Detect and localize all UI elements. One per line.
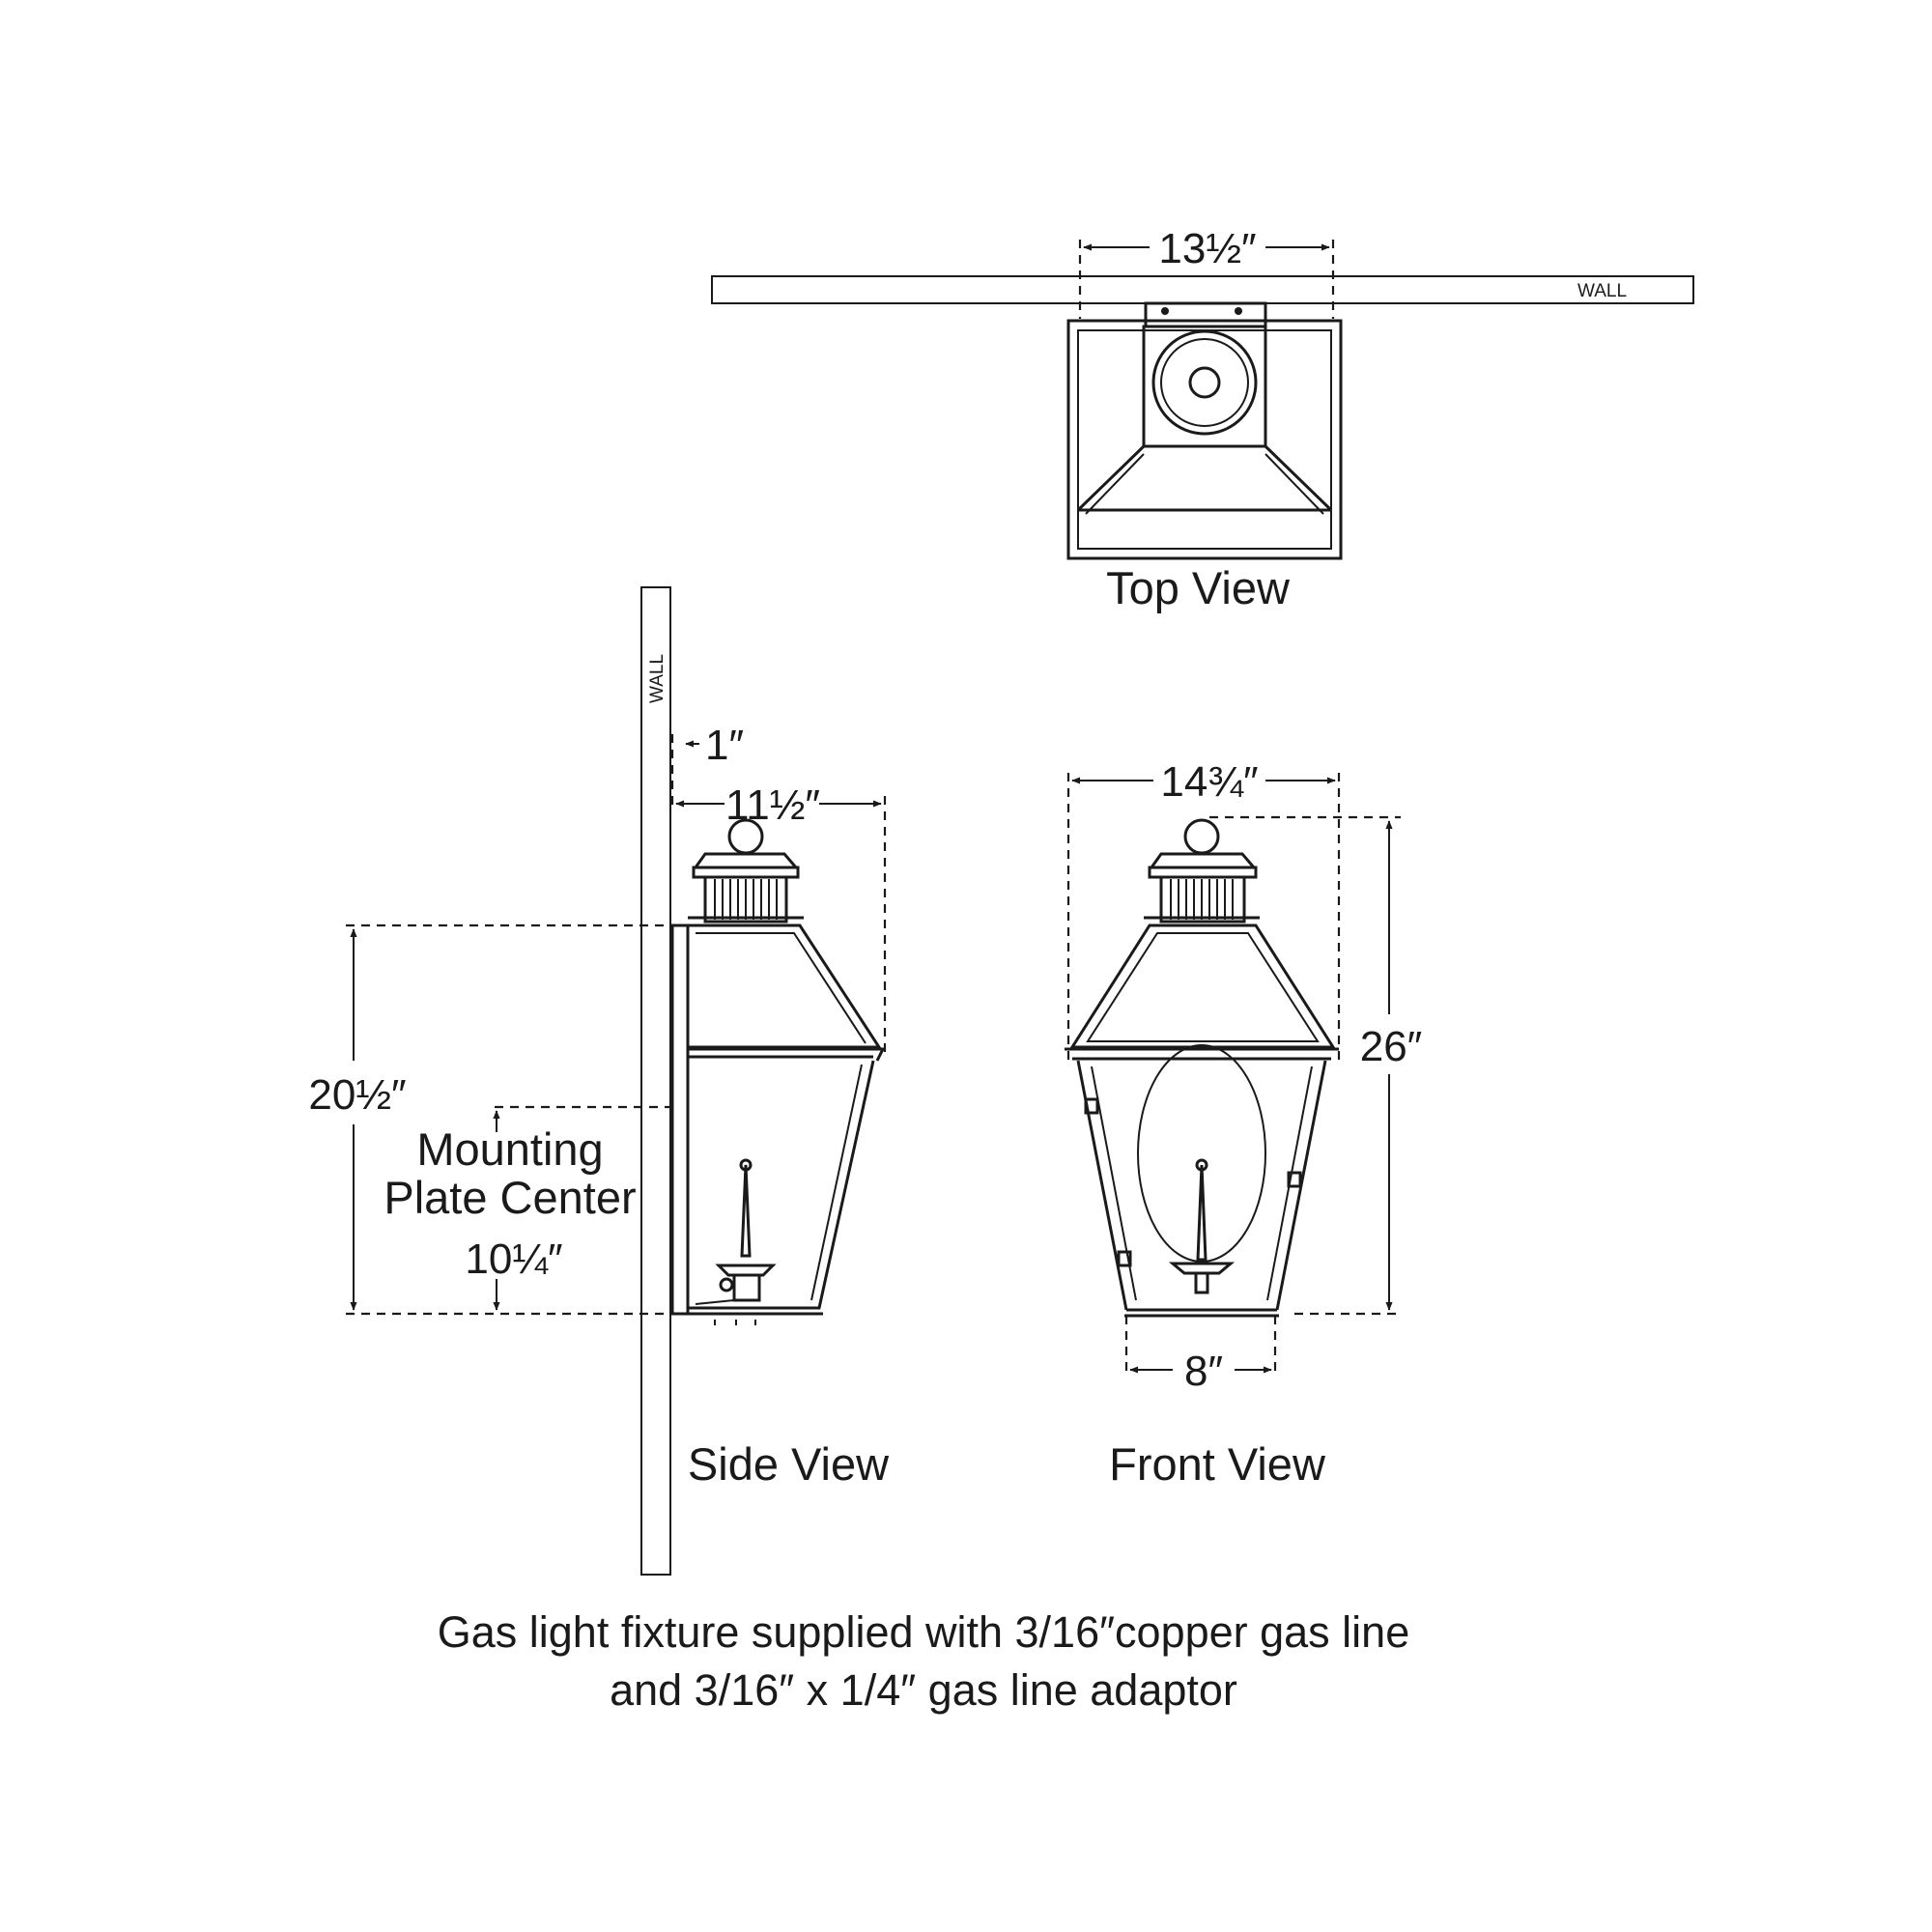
base-width-label: 8″ (1184, 1348, 1223, 1395)
top-wall (711, 275, 1694, 304)
mounting-height-label: 10¼″ (465, 1236, 562, 1283)
top-chimney-outer (1151, 329, 1258, 436)
top-width-label: 13½″ (1158, 225, 1256, 272)
top-view-caption: Top View (1106, 562, 1291, 613)
note-line2: and 3/16″ x 1/4″ gas line adaptor (610, 1665, 1237, 1715)
mounting-label-line1: Mounting (416, 1123, 603, 1175)
front-height-label: 26″ (1360, 1023, 1423, 1070)
side-wall-label: WALL (647, 654, 668, 703)
side-wall (640, 586, 671, 1576)
side-height-label: 20½″ (308, 1071, 406, 1119)
top-lantern-outline (1066, 319, 1343, 560)
top-view: WALL 13½″ Top View (711, 225, 1694, 613)
mounting-label-line2: Plate Center (384, 1172, 636, 1223)
wall-offset-label: 1″ (705, 722, 744, 769)
front-lantern (1065, 818, 1339, 1318)
front-glass-globe (1137, 1044, 1266, 1263)
note-line1: Gas light fixture supplied with 3/16″cop… (438, 1607, 1410, 1657)
side-view: WALL 1″ 11½″ 20½″ Mounting Plate Center … (308, 586, 890, 1576)
side-lantern (670, 818, 886, 1325)
front-view: 14¾″ 26″ 8″ (1065, 758, 1422, 1490)
top-wall-label: WALL (1577, 281, 1627, 301)
front-width-label: 14¾″ (1160, 758, 1258, 806)
top-chimney-center (1188, 366, 1221, 399)
side-view-caption: Side View (688, 1438, 890, 1490)
front-view-caption: Front View (1109, 1438, 1326, 1490)
